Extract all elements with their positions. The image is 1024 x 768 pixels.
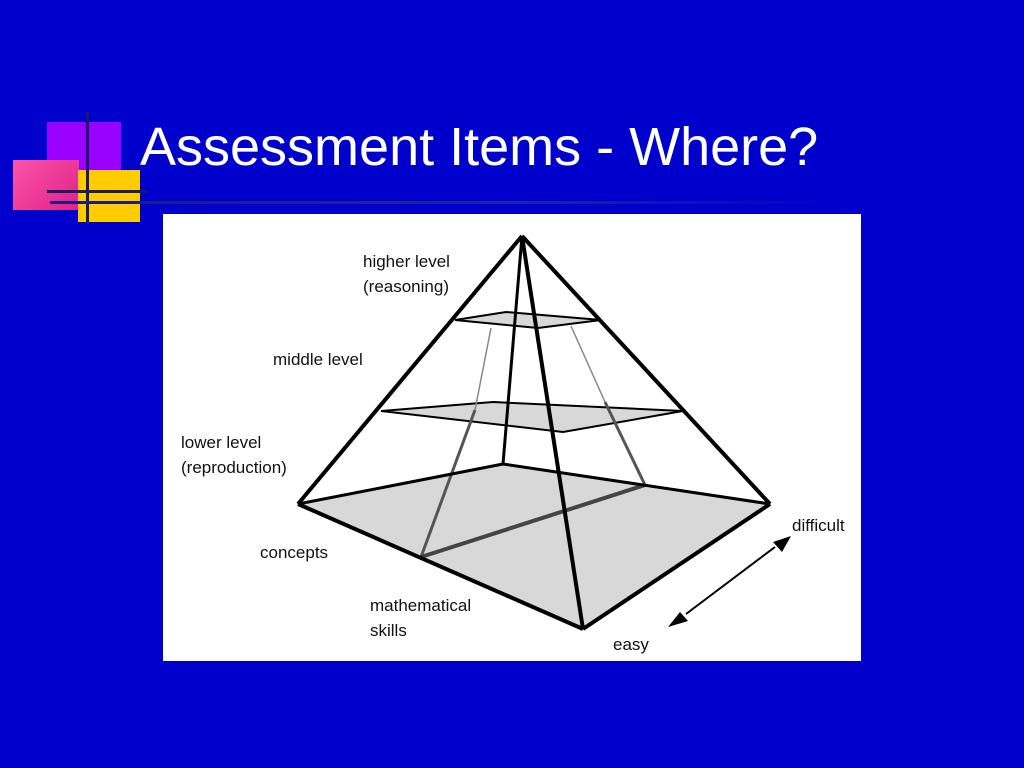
vertical-line — [86, 112, 89, 224]
label-skills: skills — [370, 621, 407, 640]
inner-guide-lines — [419, 325, 647, 559]
double-arrow-icon — [668, 536, 791, 627]
label-mathematical: mathematical — [370, 596, 471, 615]
higher-level-plane — [454, 310, 602, 330]
label-difficult: difficult — [792, 516, 845, 535]
label-reproduction: (reproduction) — [181, 458, 287, 477]
pyramid-figure: higher level (reasoning) middle level lo… — [163, 214, 861, 661]
pyramid-base — [298, 464, 770, 629]
title-underline — [50, 201, 830, 204]
lower-level-plane — [380, 400, 684, 434]
label-easy: easy — [613, 635, 649, 654]
label-reasoning: (reasoning) — [363, 277, 449, 296]
slide-title: Assessment Items - Where? — [140, 117, 819, 177]
horizontal-line — [47, 190, 147, 193]
label-middle-level: middle level — [273, 350, 363, 369]
label-concepts: concepts — [260, 543, 328, 562]
label-higher-level: higher level — [363, 252, 450, 271]
pyramid-edges — [296, 234, 772, 631]
pyramid-diagram: higher level (reasoning) middle level lo… — [181, 234, 845, 654]
label-lower-level: lower level — [181, 433, 261, 452]
